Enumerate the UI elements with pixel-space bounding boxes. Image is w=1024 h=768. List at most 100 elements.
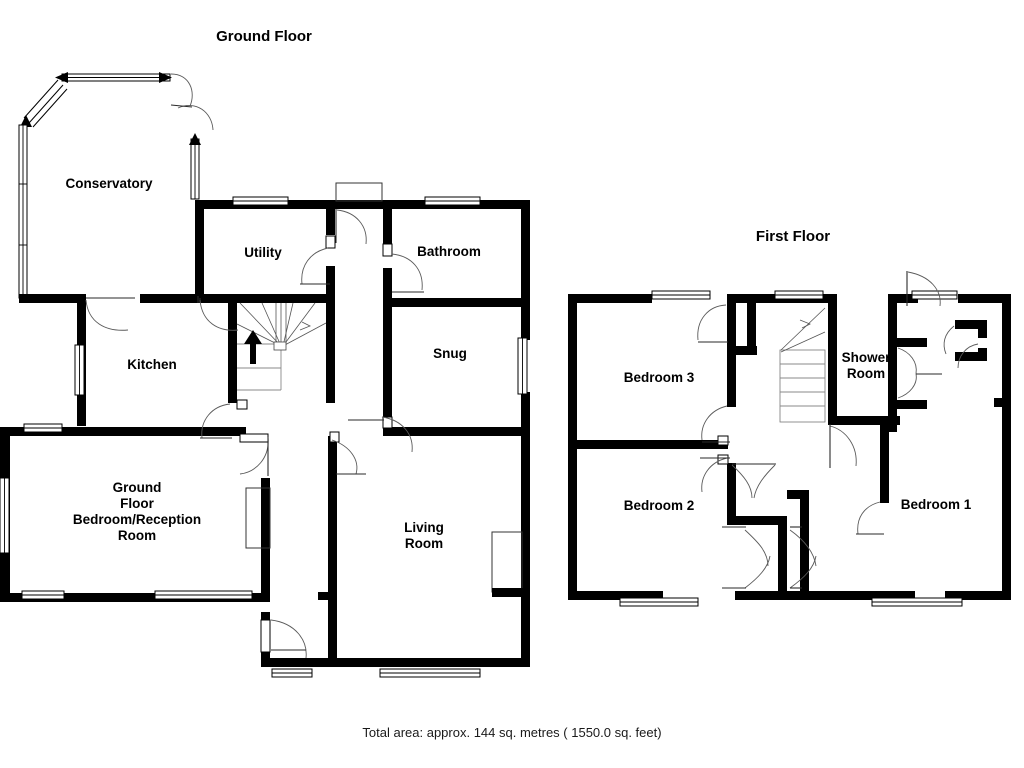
conservatory-arrow-right-top	[189, 133, 201, 145]
conservatory-door-leaf-1	[170, 104, 193, 108]
stair-winder-5	[282, 302, 294, 347]
room-label-reception-line-1: Ground	[113, 480, 162, 495]
door-swing-kitchen-hall	[199, 299, 239, 331]
door-swing-cupboard-a2	[753, 464, 776, 499]
door-swing-bathroom	[391, 253, 423, 291]
conservatory-door-swing-1	[170, 73, 193, 107]
wall-living-left-nib	[318, 592, 337, 600]
wall-ff-closet-right-upper	[978, 320, 987, 338]
wall-living-bottom-right	[328, 658, 530, 667]
wall-ff-bottom-2	[735, 591, 915, 600]
wall-living-left-upper	[328, 436, 337, 596]
door-swing-bed2	[701, 457, 728, 493]
room-label-kitchen: Kitchen	[127, 357, 177, 372]
first-floor-staircase	[779, 307, 826, 423]
conservatory-arrow-diagonal	[20, 115, 32, 127]
wall-ff-bottom-1	[568, 591, 663, 600]
door-jamb-hall-reception	[236, 399, 248, 410]
stair-break-mark	[299, 321, 311, 331]
wall-bathroom-left-lower	[383, 268, 392, 303]
ground-floor-title: Ground Floor	[216, 28, 312, 45]
wall-reception-top-right	[90, 427, 246, 436]
conservatory-wall-diagonal-inner	[28, 84, 64, 124]
room-label-reception-line-2: Floor	[120, 496, 154, 511]
door-swing-snug	[381, 416, 413, 453]
door-swing-bed1-top	[907, 271, 941, 307]
wall-ff-top-3	[888, 294, 918, 303]
room-label-bedroom-1: Bedroom 1	[901, 497, 972, 512]
wall-snug-bottom-left	[383, 427, 443, 436]
door-jamb-utility-hall	[325, 235, 336, 249]
stair-winder-6	[282, 302, 316, 347]
door-swing-shower	[829, 425, 857, 467]
door-swing-cupboard-c2	[789, 555, 817, 589]
door-swing-cupboard-a1	[731, 464, 753, 499]
wall-kitchen-top-right	[140, 294, 200, 303]
ground-floor-walls	[0, 182, 530, 678]
door-swing-bed1	[857, 501, 881, 535]
door-jamb-bed3-landing	[717, 435, 729, 446]
door-swing-airing-2	[897, 373, 917, 399]
room-label-reception-line-3: Bedroom/Reception	[73, 512, 201, 527]
door-swing-bed3-landing	[701, 405, 728, 441]
ground-floor-doors	[85, 209, 424, 659]
door-jamb-external-hall	[260, 619, 271, 653]
wall-ff-cupboard-right	[800, 516, 809, 566]
wall-utility-right-upper	[326, 200, 335, 235]
stair-ff-diagonal-1	[780, 307, 826, 351]
stair-ff-outline	[779, 349, 826, 423]
stair-winder-7	[282, 322, 327, 347]
wall-kitchen-left-vertical	[77, 294, 86, 377]
wall-ff-bed1-nib-right	[994, 398, 1002, 407]
room-label-shower-line-2: Room	[847, 366, 885, 381]
wall-ff-bed3-closet-bottom	[727, 346, 757, 355]
conservatory-wall-diagonal-outer	[23, 79, 59, 119]
wall-reception-bottom	[0, 593, 270, 602]
room-label-shower-room: Shower Room	[842, 350, 892, 381]
door-swing-cupboard-b2	[744, 555, 771, 589]
room-label-utility: Utility	[244, 245, 282, 260]
wall-ff-shower-bottom-left	[828, 416, 888, 425]
door-swing-hall-top	[336, 209, 367, 245]
door-swing-closet-2	[957, 343, 979, 369]
door-swing-external-hall	[270, 619, 307, 659]
room-label-living-line-2: Room	[405, 536, 443, 551]
wall-living-right	[521, 427, 530, 667]
room-label-conservatory: Conservatory	[65, 176, 153, 191]
wall-reception-right	[261, 478, 270, 602]
room-label-snug: Snug	[433, 346, 467, 361]
door-swing-conservatory-kitchen	[85, 299, 129, 331]
door-jamb-living	[329, 431, 340, 443]
door-swing-airing-1	[897, 347, 917, 375]
door-jamb-reception	[239, 433, 269, 443]
wall-ff-airing-bottom	[897, 400, 927, 409]
door-jamb-bathroom	[382, 243, 393, 257]
wall-utility-bottom	[200, 294, 335, 303]
wall-hall-top	[335, 200, 383, 209]
room-label-bedroom-2: Bedroom 2	[624, 498, 695, 513]
hall-cupboard-outline	[335, 182, 383, 202]
wall-ff-landing-left-upper	[727, 294, 736, 354]
wall-ff-top-4	[958, 294, 1011, 303]
room-label-shower-line-1: Shower	[842, 350, 892, 365]
wall-ff-bed3-right	[747, 303, 756, 353]
stair-winder-3	[261, 302, 282, 347]
room-label-living-line-1: Living	[404, 520, 444, 535]
wall-ff-bed1-left-nib	[880, 483, 889, 503]
wall-ff-bed2-right	[727, 463, 736, 523]
total-area-footer: Total area: approx. 144 sq. metres ( 155…	[362, 725, 661, 740]
wall-snug-right-upper	[521, 307, 530, 340]
wall-ff-shower-right	[888, 340, 897, 432]
door-swing-closet-1	[943, 325, 955, 355]
wall-ff-cupboard-divider	[778, 525, 787, 591]
door-swing-hall-reception	[201, 403, 231, 439]
wall-living-fireplace-nib	[492, 588, 530, 597]
wall-ff-bed2-bed3-divider	[568, 440, 728, 449]
wall-snug-bottom-right	[443, 427, 530, 436]
conservatory-arrow-right	[159, 72, 172, 83]
wall-bathroom-bottom	[383, 298, 530, 307]
room-label-reception-line-4: Room	[118, 528, 156, 543]
wall-ff-shower-bottom-right	[880, 416, 900, 425]
reception-fireplace	[245, 487, 271, 549]
